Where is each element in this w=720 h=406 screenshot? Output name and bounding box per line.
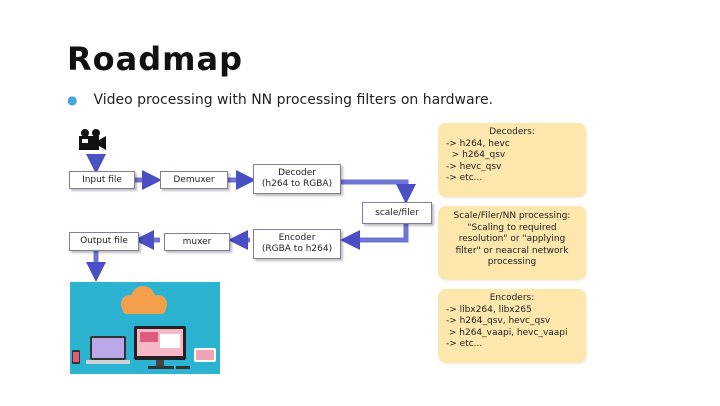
decoders-line: > h264_qsv xyxy=(446,150,506,160)
decoder-box: Decoder (h264 to RGBA) xyxy=(253,164,341,194)
encoders-line: > h264_vaapi, hevc_vaapi xyxy=(446,327,568,338)
demuxer-box: Demuxer xyxy=(160,171,228,189)
encoders-note: Encoders: -> libx264, libx265 -> h264_qs… xyxy=(438,289,586,363)
bullet-dot-icon: ● xyxy=(67,93,78,107)
decoder-title: Decoder xyxy=(278,168,316,178)
muxer-label: muxer xyxy=(182,236,212,247)
filter-line: filter" or neacral network xyxy=(455,245,569,256)
laptop-icon xyxy=(86,336,130,364)
arrow-decoder-to-filter xyxy=(340,179,416,204)
tablet-icon xyxy=(194,348,216,362)
bullet-item: ● Video processing with NN processing fil… xyxy=(67,92,493,108)
cloud-icon xyxy=(121,286,167,314)
scale-filter-box: scale/filer xyxy=(362,202,432,224)
demuxer-label: Demuxer xyxy=(173,174,215,185)
encoders-line: -> libx264, libx265 xyxy=(446,304,532,315)
filter-line: "Scaling to required xyxy=(467,222,557,233)
monitor-icon xyxy=(134,326,186,369)
filter-line: processing xyxy=(487,257,537,267)
muxer-box: muxer xyxy=(164,233,230,251)
encoders-line: -> etc... xyxy=(446,339,483,349)
filter-note: Scale/Filer/NN processing: "Scaling to r… xyxy=(438,206,586,280)
output-file-label: Output file xyxy=(80,236,128,246)
decoders-line: -> etc... xyxy=(446,173,483,183)
output-file-box: Output file xyxy=(69,232,139,251)
decoders-note: Decoders: -> h264, hevc > h264_qsv -> he… xyxy=(438,123,586,197)
filter-line: Scale/Filer/NN processing: xyxy=(453,211,571,221)
decoders-heading: Decoders: xyxy=(489,127,535,137)
input-file-box: Input file xyxy=(69,171,135,189)
decoders-line: -> hevc_qsv xyxy=(446,161,502,172)
cloud-devices-illustration xyxy=(70,282,220,374)
keyboard-icon xyxy=(176,366,190,369)
bullet-text: Video processing with NN processing filt… xyxy=(93,92,494,108)
encoders-heading: Encoders: xyxy=(489,293,535,303)
encoder-box: Encoder (RGBA to h264) xyxy=(253,229,341,259)
encoders-line: -> h264_qsv, hevc_qsv xyxy=(446,316,551,326)
slide-title: Roadmap xyxy=(67,40,243,78)
encoder-subtitle: (RGBA to h264) xyxy=(261,244,333,254)
decoders-line: -> h264, hevc xyxy=(446,138,510,149)
encoder-title: Encoder xyxy=(278,233,316,243)
scale-filter-label: scale/filer xyxy=(375,207,419,218)
filter-line: resolution" or "applying xyxy=(458,234,566,244)
phone-icon xyxy=(72,350,80,364)
input-file-label: Input file xyxy=(82,174,122,185)
arrow-filter-to-encoder xyxy=(340,224,409,250)
decoder-subtitle: (h264 to RGBA) xyxy=(261,179,333,189)
video-camera-icon xyxy=(79,129,106,150)
